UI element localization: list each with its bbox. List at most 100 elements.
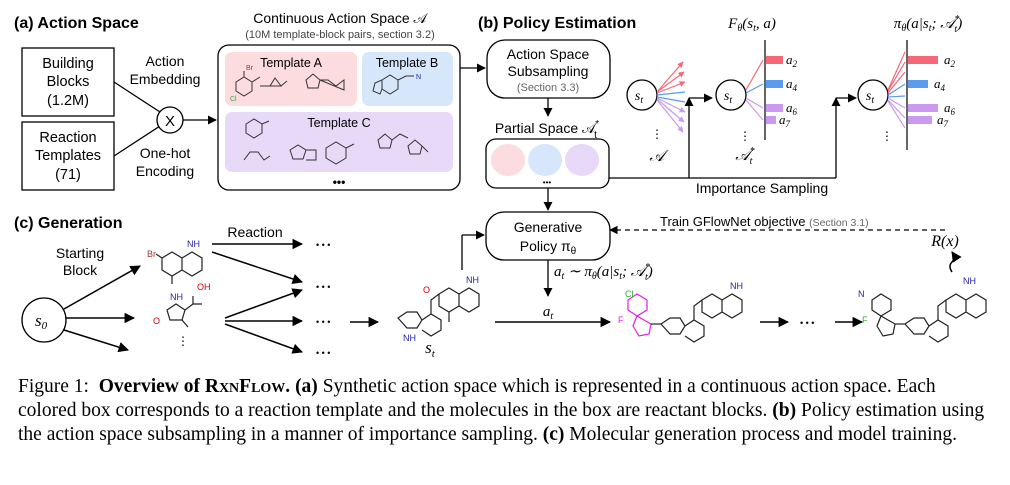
caption-part-c-text: Molecular generation process and model t… [564,424,957,445]
generative-policy-line2: Policy πθ [520,238,577,257]
caption-part-a-label: (a) [295,376,318,397]
template-a-box [225,52,357,106]
reaction-edges [211,238,304,354]
panel-b-title: (b) Policy Estimation [478,15,636,32]
policy-action-fan [887,51,906,129]
caption-part-b-label: (b) [772,400,797,421]
svg-text:• • •: • • • [316,348,330,358]
caption-part-c-label: (c) [542,424,565,445]
template-c-box [225,112,453,172]
start-state-label: s0 [35,311,48,332]
starting-block-line1: Starting [56,245,104,261]
pi-bar-a6 [908,104,938,112]
svg-text:a4: a4 [934,76,946,93]
f-bar-a2 [766,56,783,64]
encoding-edge [113,125,161,157]
importance-sampling-label: Importance Sampling [696,180,828,196]
caption-prefix: Figure 1: [18,376,89,397]
state-molecule-nh: NH [403,333,416,343]
partial-action-set-label: 𝒜*t [735,146,754,167]
reaction-templates-line1: Reaction [39,130,96,146]
onehot-encoding-line2: Encoding [136,163,194,179]
block-molecule-1-br: Br [147,249,156,259]
f-action-labels: a2 a4 a6 a7 [779,52,798,129]
svg-text:a7: a7 [779,112,791,129]
template-a-atom-br: Br [246,65,254,72]
block-molecule-1 [155,251,203,284]
next-molecule [627,293,743,343]
continuous-space-title: Continuous Action Space 𝒜 [253,10,428,26]
overview-figure: (a) Action Space Building Blocks (1.2M) … [14,10,987,360]
train-objective-label: Train GFlowNet objective (Section 3.1) [660,214,869,229]
action-embedding-line1: Action [146,53,185,69]
svg-text:a2: a2 [786,52,798,69]
pi-theta-label: πθ(a|st; 𝒜*t) [894,14,962,35]
block-molecule-2-o: O [153,316,160,326]
final-molecule-n: N [858,289,865,299]
partial-template-c [565,144,599,176]
action-embedding-line2: Embedding [130,71,201,87]
sample-action-formula: at ∼ πθ(a|st; 𝒜*t) [554,262,653,283]
panel-b: (b) Policy Estimation Action Space Subsa… [478,14,962,211]
action-set-label: 𝒜 [649,148,669,165]
state-molecule-nh-2: NH [466,275,479,285]
partial-fan-dots: ⋮ [739,129,751,143]
full-action-fan [656,61,686,133]
reaction-branch-dots: • • • • • • • • • • • • [316,240,330,358]
next-molecule-f: F [618,315,624,325]
template-c-label: Template C [307,116,370,130]
pi-action-labels: a2 a4 a6 a7 [934,52,956,129]
onehot-encoding-line1: One-hot [140,145,191,161]
caption-part-b-text: Policy estimation using the action space… [18,400,985,445]
start-state-node [21,297,67,343]
state-molecule-o: O [423,285,430,295]
state-node-policy-label: st [866,89,874,106]
svg-text:a4: a4 [786,76,798,93]
reaction-label: Reaction [227,224,282,240]
svg-text:a7: a7 [937,112,949,129]
next-molecule-nh: NH [730,281,743,291]
block-molecule-2-oh: OH [197,282,211,292]
panel-a-title: (a) Action Space [14,15,139,32]
subsampling-line2: Subsampling [508,63,589,79]
pi-bar-a4 [908,80,928,88]
state-molecule-label: st [425,338,436,360]
block-molecule-2-nh: NH [170,292,183,302]
state-molecule [397,287,480,337]
svg-text:a2: a2 [944,52,956,69]
partial-template-a [491,144,525,176]
partial-ellipsis: ••• [543,178,552,187]
start-block-edges [63,265,141,353]
block-molecule-1-nh: NH [187,239,200,249]
template-a-atom-cl: Cl [230,96,237,103]
template-b-atom-n: N [416,74,421,81]
embedding-edge [113,81,161,113]
final-molecule-f: F [862,315,868,325]
state-node-full-label: st [635,89,643,106]
final-molecule [871,293,987,343]
reaction-templates-line3: (71) [55,167,81,183]
partial-action-fan-1 [745,59,764,121]
next-molecule-cl: Cl [625,289,634,299]
f-theta-label: Fθ(st, a) [727,16,776,34]
template-b-label: Template B [376,56,439,70]
apply-action-label: at [543,304,554,322]
partial-template-b [528,144,562,176]
action-fan-dots: ⋮ [651,127,663,141]
continuous-space-subtitle: (10M template-block pairs, section 3.2) [245,29,435,41]
combine-symbol: X [165,113,175,130]
policy-fan-dots: ⋮ [881,129,893,143]
final-molecule-nh: NH [963,276,976,286]
block-list-dots: ⋮ [177,334,189,348]
state-node-partial [715,79,747,111]
template-ellipsis: ••• [333,175,346,189]
pi-bar-a2 [908,56,938,64]
starting-block-line2: Block [63,262,98,278]
block-molecule-2 [166,296,202,328]
svg-text:a6: a6 [944,100,956,117]
subsampling-line1: Action Space [507,46,590,62]
building-blocks-line3: (1.2M) [47,93,89,109]
reaction-templates-line2: Templates [35,148,101,164]
state-node-partial-label: st [724,89,732,106]
svg-text:• • •: • • • [316,240,330,250]
